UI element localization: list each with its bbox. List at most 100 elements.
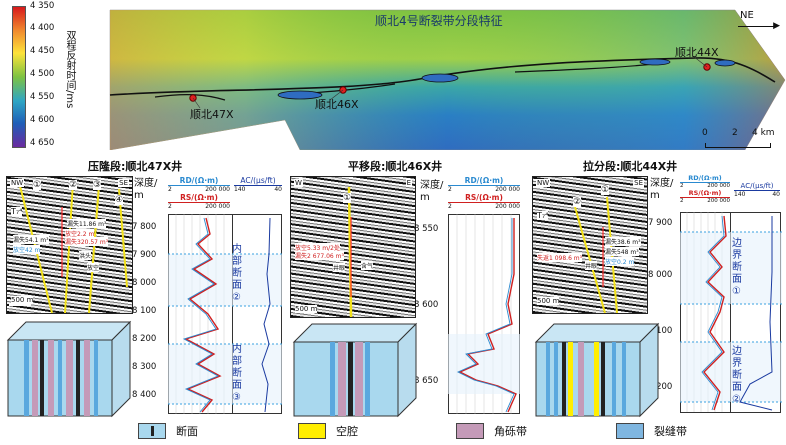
fault-number: ② (69, 180, 78, 190)
legend-item-breccia: 角砾带 (456, 422, 527, 440)
rd-min: 2 (448, 186, 452, 193)
fault-trace (109, 57, 776, 96)
fault-map (109, 9, 786, 150)
depth-axis-47x: 7 800 7 900 8 000 8 100 8 200 8 300 8 40… (132, 222, 170, 412)
depth-tick: 7 900 (648, 218, 673, 228)
seis-corner-left: NW (10, 179, 25, 187)
colorbar-ticks: 4 350 4 400 4 450 4 500 4 550 4 600 4 65… (30, 1, 70, 153)
horizon-label: T₇⁴ (537, 211, 549, 220)
panel-title-46x: 平移段:顺北46X井 (348, 160, 443, 173)
seis-scale: 500 m (295, 305, 318, 313)
seis-annotation: 放空42 m (13, 245, 41, 254)
depth-axis-44x: 7 900 8 000 8 100 8 200 (648, 218, 682, 408)
fault-number: ① (343, 193, 352, 203)
depth-header: 深度/ m (650, 178, 673, 202)
rd-min: 2 (680, 183, 684, 189)
rs-min: 2 (448, 203, 452, 210)
log-track-44x (680, 212, 782, 413)
seis-corner-left: W (294, 179, 303, 187)
depth-axis-46x: 8 550 8 600 8 650 (414, 224, 454, 414)
rs-max: 200 000 (707, 198, 730, 204)
block-diagram-47x (6, 320, 132, 418)
scale-tick: 2 (732, 128, 738, 138)
depth-tick: 8 200 (132, 334, 157, 344)
north-arrow: NE ▶ (738, 10, 780, 31)
colorbar-tick: 4 500 (30, 69, 55, 79)
panel-title-47x: 压隆段:顺北47X井 (88, 160, 183, 173)
well-label-46x: 顺北46X (315, 98, 359, 111)
seis-annotation: 漏失38.6 m³ (605, 237, 641, 246)
legend-item-fault-plane: 断面 (138, 422, 198, 440)
colorbar-tick: 4 650 (30, 138, 55, 148)
legend-label: 断面 (176, 425, 198, 438)
rs-min: 2 (680, 198, 684, 204)
fault-depression (639, 58, 671, 66)
seis-annotation: 放空 (87, 263, 100, 272)
scale-tick: 4 km (752, 128, 775, 138)
seis-corner-right: SE (118, 179, 129, 187)
rd-max: 200 000 (495, 186, 520, 193)
seis-annotation: 井眼 (585, 261, 598, 270)
seis-corner-left: NW (536, 179, 551, 187)
legend-item-cavity: 空腔 (298, 422, 358, 440)
rs-max: 200 000 (495, 203, 520, 210)
fault-depression (714, 59, 736, 67)
depth-header-line: 深度/ (134, 178, 158, 189)
seismic-section-46x: W E ① 放空5.33 m/2处 漏失2 677.06 m³ 井眼 含气 50… (290, 176, 416, 318)
seis-scale: 500 m (537, 297, 560, 305)
depth-tick: 8 600 (414, 300, 439, 310)
seis-annotation: 洪头 (79, 251, 92, 260)
rs-label: RS/(Ω·m) (688, 189, 722, 197)
depth-tick: 8 200 (648, 382, 673, 392)
legend-label: 裂缝带 (654, 425, 687, 438)
depth-tick: 8 100 (132, 306, 157, 316)
seis-annotation: 放空0.2 m (605, 257, 635, 266)
rd-label: RD/(Ω·m) (688, 174, 722, 182)
ac-label: AC/(μs/ft) (240, 176, 276, 185)
rd-min: 2 (168, 186, 172, 193)
depth-header-line: m (420, 192, 430, 203)
rd-max: 200 000 (707, 183, 730, 189)
seis-annotation: 含气 (361, 261, 374, 270)
depth-tick: 7 900 (132, 250, 157, 260)
legend-swatch (138, 423, 166, 439)
fault-trace (514, 63, 656, 73)
fault-depression (277, 90, 323, 100)
rd-label: RD/(Ω·m) (464, 176, 504, 185)
log-track-47x (168, 214, 282, 414)
log-header-44x: RD/(Ω·m) 2 200 000 RS/(Ω·m) 2 200 000 (680, 174, 730, 210)
depth-tick: 8 400 (132, 390, 157, 400)
block-diagram-44x (534, 322, 660, 418)
depth-header: 深度/ m (420, 180, 443, 204)
fault-number: ③ (93, 180, 102, 190)
colorbar-tick: 4 550 (30, 92, 55, 102)
zone-label: 内部断面③ (232, 344, 242, 403)
ac-min: 140 (734, 191, 746, 198)
seis-annotation: 放空2.2 m (65, 229, 95, 238)
fault-number: ① (33, 180, 42, 190)
depth-tick: 8 300 (132, 362, 157, 372)
legend-swatch (298, 423, 326, 439)
map-title: 顺北4号断裂带分段特征 (375, 14, 503, 28)
north-arrow-label: NE (740, 10, 754, 21)
fault-number: ① (601, 185, 610, 195)
ac-max: 40 (274, 186, 282, 193)
rs-min: 2 (168, 203, 172, 210)
seis-annotation: 漏失2 677.06 m³ (295, 251, 344, 260)
legend-label: 空腔 (336, 425, 358, 438)
rd-max: 200 000 (205, 186, 230, 193)
colorbar-label: 双程反射时间/ms (64, 30, 75, 109)
seismic-section-44x: NW SE ② ① T₇⁴ 漏失38.6 m³ 漏失548 m³ 失返1 098… (532, 176, 648, 314)
legend-item-fracture-zone: 裂缝带 (616, 422, 687, 440)
zone-label: 内部断面② (232, 244, 242, 303)
legend-label: 角砾带 (494, 425, 527, 438)
seis-annotation: 漏失548 m³ (605, 247, 639, 256)
legend-swatch (616, 423, 644, 439)
depth-tick: 8 650 (414, 376, 439, 386)
colorbar-tick: 4 450 (30, 46, 55, 56)
depth-tick: 8 000 (648, 270, 673, 280)
depth-header-line: m (650, 190, 660, 201)
